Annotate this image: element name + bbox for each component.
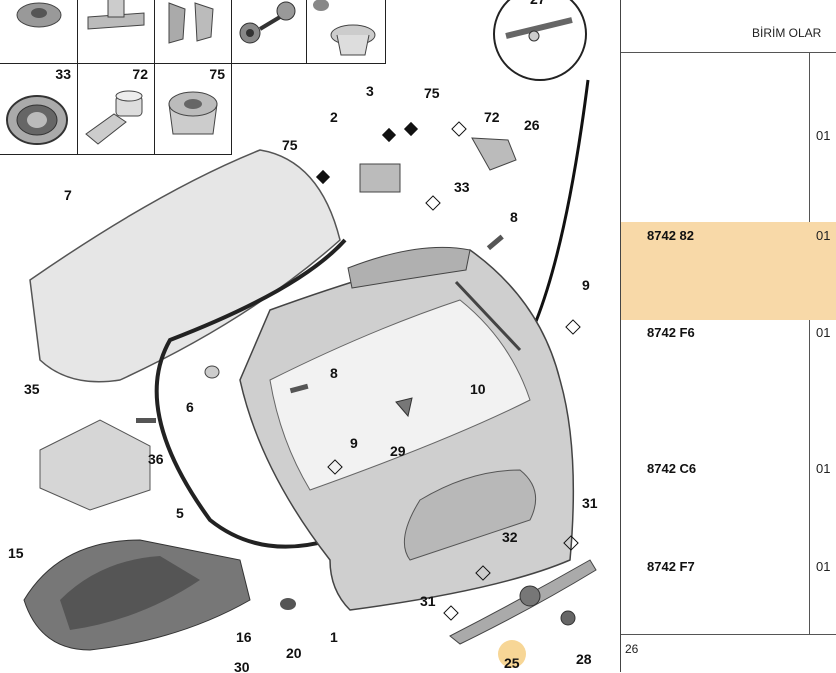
- thumbnail-label: 72: [132, 66, 148, 82]
- part-callout-number[interactable]: 20: [286, 645, 302, 661]
- part-callout-number[interactable]: 3: [366, 83, 374, 99]
- pin-icon: [85, 90, 143, 145]
- part-thumbnail[interactable]: [306, 0, 386, 64]
- part-callout-number[interactable]: 7: [64, 187, 72, 203]
- part-callout-number[interactable]: 27: [530, 0, 546, 7]
- bumper-stop-icon: [168, 91, 218, 135]
- thumbnail-label: 33: [55, 66, 71, 82]
- part-thumbnail[interactable]: [154, 0, 232, 64]
- grommet-icon: [6, 95, 68, 145]
- quantity-column-header: BİRİM OLAR: [752, 26, 822, 40]
- table-row[interactable]: 8742 C6 01: [621, 456, 836, 554]
- part-thumbnail[interactable]: [77, 0, 155, 64]
- table-row[interactable]: 8742 82 01: [621, 222, 836, 320]
- part-callout-number[interactable]: 29: [390, 443, 406, 459]
- bracket-icon: [87, 0, 145, 30]
- rivet-icon: [239, 1, 296, 44]
- table-row[interactable]: 01: [621, 52, 836, 222]
- rear-glass: [29, 149, 341, 383]
- part-callout-number[interactable]: 5: [176, 505, 184, 521]
- hinge-bracket: [359, 163, 401, 193]
- part-thumbnail[interactable]: [231, 0, 307, 64]
- part-callout-number[interactable]: 15: [8, 545, 24, 561]
- part-callout-number[interactable]: 32: [502, 529, 518, 545]
- clip-kit: [39, 419, 151, 511]
- part-thumbnail[interactable]: 33: [0, 63, 78, 155]
- part-callout-number[interactable]: 28: [576, 651, 592, 667]
- tailgate-seal: [154, 238, 347, 549]
- part-callout-number[interactable]: 10: [470, 381, 486, 397]
- part-reference: 8742 C6: [647, 461, 697, 476]
- part-callout-number[interactable]: 6: [186, 399, 194, 415]
- part-callout-number[interactable]: 36: [148, 451, 164, 467]
- clip-icon: [16, 2, 62, 28]
- part-quantity: 01: [816, 228, 831, 243]
- part-callout-number[interactable]: 33: [454, 179, 470, 195]
- part-callout-number[interactable]: 9: [582, 277, 590, 293]
- parts-table: BİRİM OLAR 01 8742 82 01 8742 F6 01 8742…: [620, 0, 836, 672]
- part-callout-number[interactable]: 26: [524, 117, 540, 133]
- fastener-clip-icon: [168, 2, 214, 44]
- part-callout-number[interactable]: 75: [282, 137, 298, 153]
- part-callout-number[interactable]: 30: [234, 659, 250, 672]
- part-callout-number[interactable]: 25: [504, 655, 520, 671]
- part-quantity: 01: [816, 461, 831, 476]
- part-callout-number[interactable]: 8: [510, 209, 518, 225]
- part-callout-number[interactable]: 31: [420, 593, 436, 609]
- push-pin-icon: [313, 0, 376, 56]
- part-thumbnail[interactable]: 72: [77, 63, 155, 155]
- detail-inset-circle: [493, 0, 587, 81]
- part-reference: 8742 F6: [647, 325, 695, 340]
- part-callout-number[interactable]: 8: [330, 365, 338, 381]
- part-callout-number[interactable]: 2: [330, 109, 338, 125]
- table-row[interactable]: 8742 F6 01: [621, 320, 836, 456]
- part-callout-number[interactable]: 35: [24, 381, 40, 397]
- exploded-parts-diagram: 33 72 75: [0, 0, 598, 672]
- part-callout-number[interactable]: 75: [424, 85, 440, 101]
- part-callout-number[interactable]: 16: [236, 629, 252, 645]
- part-callout-number[interactable]: 1: [330, 629, 338, 645]
- thumbnail-label: 75: [209, 66, 225, 82]
- footer-value: 26: [625, 642, 639, 656]
- part-thumbnail[interactable]: [0, 0, 78, 64]
- boot-trim: [23, 539, 251, 651]
- tailgate-panel: [239, 249, 575, 611]
- rear-spoiler: [449, 559, 597, 645]
- part-quantity: 01: [816, 559, 831, 574]
- lock-bracket: [471, 137, 517, 171]
- part-reference: 8742 F7: [647, 559, 695, 574]
- part-quantity: 01: [816, 325, 831, 340]
- table-footer-row: 26: [621, 634, 836, 673]
- part-reference: 8742 82: [647, 228, 694, 243]
- part-quantity: 01: [816, 128, 831, 143]
- part-callout-number[interactable]: 9: [350, 435, 358, 451]
- part-thumbnail[interactable]: 75: [154, 63, 232, 155]
- table-row[interactable]: 8742 F7 01: [621, 554, 836, 634]
- part-callout-number[interactable]: 72: [484, 109, 500, 125]
- table-header: BİRİM OLAR: [621, 0, 836, 53]
- detail-rod: [505, 17, 573, 39]
- part-callout-number[interactable]: 31: [582, 495, 598, 511]
